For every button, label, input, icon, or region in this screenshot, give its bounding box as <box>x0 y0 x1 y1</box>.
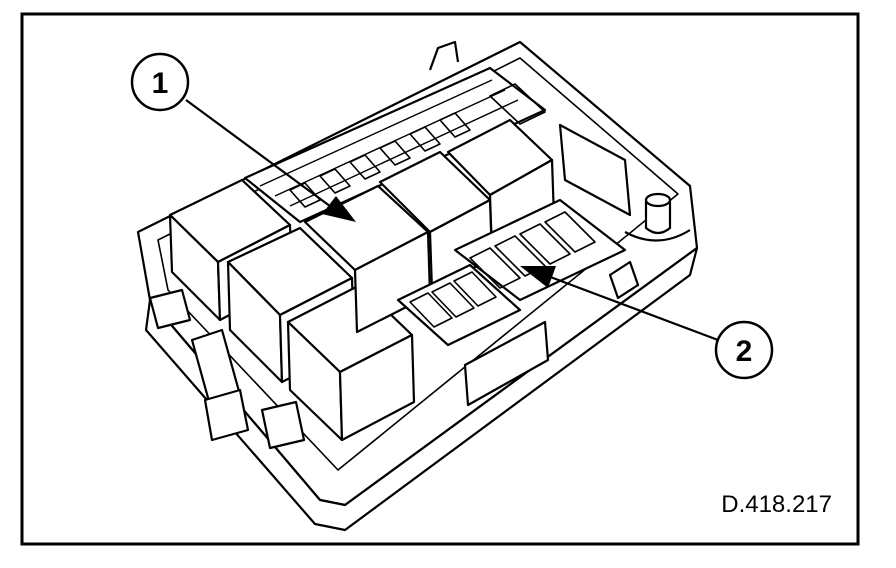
fuse-box <box>136 40 699 532</box>
fuse-row-upper <box>453 198 627 302</box>
callout-2-leader <box>544 273 719 342</box>
housing-front-wall <box>144 246 699 532</box>
callout-1-leader <box>185 99 339 213</box>
drawing-reference: D.418.217 <box>721 491 832 518</box>
callout-2-label: 2 <box>736 335 753 368</box>
right-clip <box>608 260 640 300</box>
left-clip-front <box>260 400 306 450</box>
top-tab <box>428 40 460 71</box>
left-clip-lower <box>203 388 250 442</box>
callout-2-circle <box>714 320 774 380</box>
cylinder-post <box>644 198 672 235</box>
left-clip-upper <box>148 288 192 330</box>
fuse-row-lower <box>396 263 522 347</box>
callout-1-arrowhead <box>322 196 356 222</box>
callout-1-label: 1 <box>152 67 169 100</box>
callout-1-circle <box>130 52 190 112</box>
right-rear-block <box>558 123 632 217</box>
label-plate <box>463 320 550 407</box>
callout-2-arrowhead <box>520 266 556 288</box>
